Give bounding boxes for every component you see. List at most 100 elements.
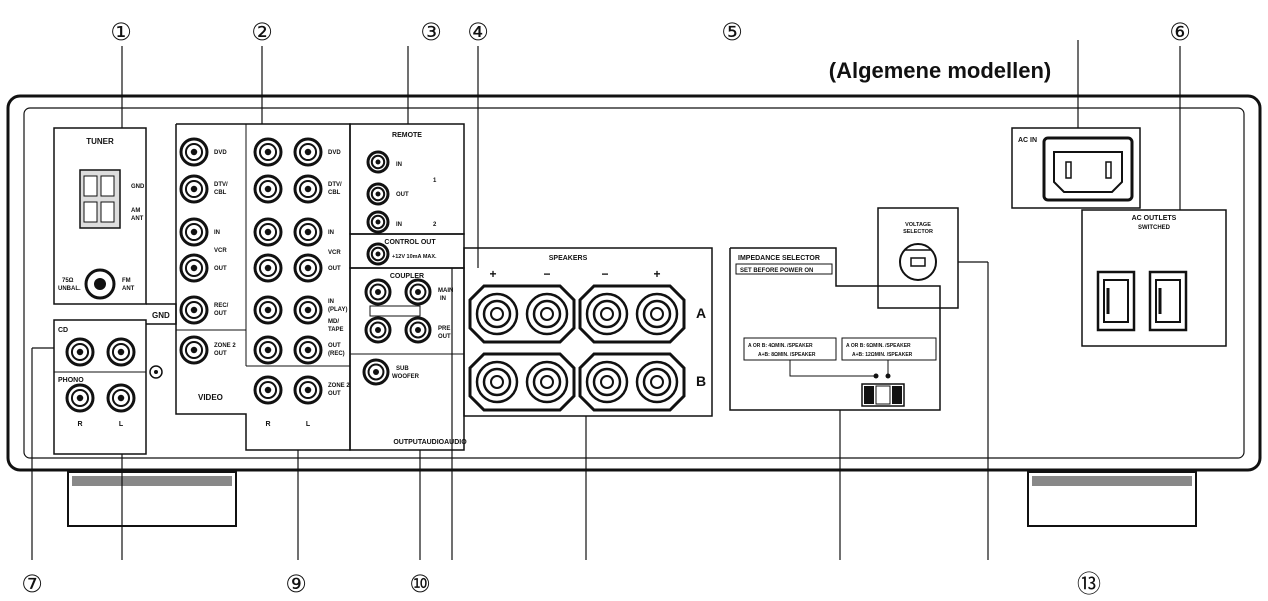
- audio-l-label: L: [306, 421, 311, 428]
- audio-jack-label: DVD: [328, 150, 341, 156]
- svg-text:WOOFER: WOOFER: [392, 374, 420, 380]
- impedance-switch[interactable]: [861, 383, 905, 407]
- audio-jack-l-4[interactable]: [293, 295, 323, 325]
- audio-jack-r-6[interactable]: [253, 375, 283, 405]
- cd-jack-r[interactable]: [65, 337, 95, 367]
- audio-jack-r-3[interactable]: [253, 253, 283, 283]
- remote-title: REMOTE: [392, 132, 422, 139]
- audio-jack-l-3[interactable]: [293, 253, 323, 283]
- remote-in2-jack[interactable]: [366, 210, 390, 234]
- video-jack-label: DVD: [214, 150, 227, 156]
- control-out-jack[interactable]: [366, 242, 390, 266]
- gnd-label: GND: [152, 311, 170, 320]
- svg-text:SUB: SUB: [396, 366, 409, 372]
- audio-jack-label: (REC): [328, 351, 345, 357]
- main-in-jack-l[interactable]: [404, 278, 432, 306]
- audio-jack-label: IN: [328, 230, 334, 236]
- callout-top-6: ⑥: [1169, 18, 1191, 46]
- impedance-sub: SET BEFORE POWER ON: [740, 268, 813, 274]
- speaker-a-right-terminal[interactable]: [468, 284, 576, 344]
- impedance-title: IMPEDANCE SELECTOR: [738, 255, 820, 262]
- ac-inlet[interactable]: [1042, 136, 1134, 202]
- audio-jack-r-4[interactable]: [253, 295, 283, 325]
- video-jack-label: IN: [214, 230, 220, 236]
- video-jack-0[interactable]: [179, 137, 209, 167]
- tuner-title: TUNER: [86, 137, 114, 146]
- remote-out-jack[interactable]: [366, 182, 390, 206]
- svg-text:IN: IN: [440, 296, 446, 302]
- coupler-section: COUPLER MAIN IN PRE OUT SUB WOOFER OUTPU…: [349, 267, 467, 451]
- audio-jack-l-0[interactable]: [293, 137, 323, 167]
- phono-label: PHONO: [58, 377, 84, 384]
- foot-left: [67, 471, 237, 527]
- audio-jack-label: TAPE: [328, 327, 344, 333]
- video-jack-2[interactable]: [179, 217, 209, 247]
- tuner-section: TUNER GND AM ANT FM ANT 75Ω UNBAL.: [53, 127, 147, 305]
- callout-top-2: ②: [251, 18, 273, 46]
- callout-top-3: ③: [420, 18, 442, 46]
- svg-text:MAIN: MAIN: [438, 288, 453, 294]
- control-out-spec: +12V 10mA MAX.: [392, 254, 437, 260]
- phono-l-label: L: [119, 421, 124, 428]
- audio-jack-l-6[interactable]: [293, 375, 323, 405]
- callout-top-1: ①: [110, 18, 132, 46]
- video-label: VIDEO: [198, 393, 223, 402]
- audio-jack-label: IN: [328, 299, 334, 305]
- video-jack-5[interactable]: [179, 335, 209, 365]
- svg-text:UNBAL.: UNBAL.: [58, 286, 81, 292]
- audio-jack-r-1[interactable]: [253, 174, 283, 204]
- output-audio-label: OUTPUTAUDIOAUDIO: [393, 439, 467, 446]
- audio-jack-l-5[interactable]: [293, 335, 323, 365]
- phono-jack-r[interactable]: [65, 383, 95, 413]
- speaker-a-left-terminal[interactable]: [578, 284, 686, 344]
- video-vcr-label: VCR: [214, 248, 227, 254]
- remote-in-label: IN: [396, 162, 402, 168]
- main-in-jack-r[interactable]: [364, 278, 392, 306]
- unbal-label: 75Ω: [62, 278, 74, 284]
- speaker-b-right-terminal[interactable]: [468, 352, 576, 412]
- svg-text:SWITCHED: SWITCHED: [1138, 225, 1171, 231]
- svg-text:A+B: 12ΩMIN. /SPEAKER: A+B: 12ΩMIN. /SPEAKER: [852, 352, 913, 358]
- svg-text:A OR B: 4ΩMIN. /SPEAKER: A OR B: 4ΩMIN. /SPEAKER: [748, 343, 813, 349]
- remote-in-jack[interactable]: [366, 150, 390, 174]
- pre-out-jack-l[interactable]: [404, 316, 432, 344]
- audio-jack-label: ZONE 2: [328, 383, 350, 389]
- ac-outlet-left[interactable]: [1096, 270, 1136, 332]
- svg-text:A OR B: 6ΩMIN. /SPEAKER: A OR B: 6ΩMIN. /SPEAKER: [846, 343, 911, 349]
- video-jack-4[interactable]: [179, 295, 209, 325]
- callout-bottom-1: ⑨: [285, 570, 307, 598]
- subwoofer-jack[interactable]: [362, 358, 390, 386]
- video-jack-label: ZONE 2: [214, 343, 236, 349]
- audio-jack-label: MD/: [328, 319, 339, 325]
- speaker-b-left-terminal[interactable]: [578, 352, 686, 412]
- ac-outlet-right[interactable]: [1148, 270, 1188, 332]
- audio-jack-r-0[interactable]: [253, 137, 283, 167]
- svg-text:ANT: ANT: [131, 216, 144, 222]
- ac-outlets-section: AC OUTLETS SWITCHED: [1081, 209, 1227, 347]
- audio-jack-l-1[interactable]: [293, 174, 323, 204]
- video-jack-3[interactable]: [179, 253, 209, 283]
- video-jack-1[interactable]: [179, 174, 209, 204]
- coupler-title: COUPLER: [390, 273, 424, 280]
- phono-r-label: R: [77, 421, 82, 428]
- voltage-selector-knob[interactable]: [898, 243, 938, 281]
- audio-jack-l-2[interactable]: [293, 217, 323, 247]
- pre-out-jack-r[interactable]: [364, 316, 392, 344]
- svg-text:1: 1: [433, 178, 437, 184]
- foot-right: [1027, 471, 1197, 527]
- ac-in-section: AC IN: [1011, 127, 1141, 209]
- cd-jack-l[interactable]: [106, 337, 136, 367]
- speaker-a-label: A: [696, 305, 706, 321]
- phono-jack-l[interactable]: [106, 383, 136, 413]
- svg-text:VOLTAGE: VOLTAGE: [905, 222, 931, 228]
- voltage-selector-section: VOLTAGE SELECTOR: [877, 207, 959, 309]
- callout-top-4: ④: [467, 18, 489, 46]
- speaker-b-label: B: [696, 373, 706, 389]
- video-jack-label: REC/: [214, 303, 229, 309]
- impedance-section: IMPEDANCE SELECTOR SET BEFORE POWER ON A…: [729, 247, 941, 411]
- cd-label: CD: [58, 327, 68, 334]
- audio-jack-r-2[interactable]: [253, 217, 283, 247]
- audio-jack-label: OUT: [328, 343, 341, 349]
- audio-jack-r-5[interactable]: [253, 335, 283, 365]
- audio-jack-label: DTV/: [328, 182, 342, 188]
